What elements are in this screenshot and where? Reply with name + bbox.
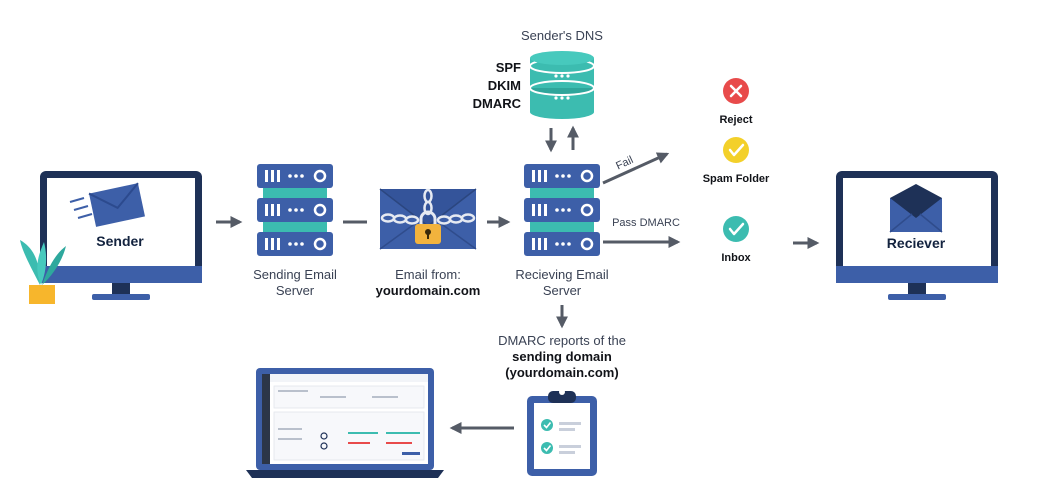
dns-record-spf: SPF [496,60,521,75]
sending-server-label-1: Sending Email [253,267,337,282]
sending-server-icon [257,164,333,256]
sender-label: Sender [96,233,144,249]
dns-record-dkim: DKIM [488,78,521,93]
clipboard-icon [527,389,597,476]
locked-envelope-icon [379,188,477,250]
dns-database-icon [529,51,595,119]
reports-label-1: DMARC reports of the [498,333,626,348]
reject-label: Reject [719,114,752,126]
receiving-server-label-1: Recieving Email [515,267,608,282]
spam-folder-icon [723,137,749,163]
reports-label-3: (yourdomain.com) [505,365,618,380]
inbox-label: Inbox [721,252,751,264]
open-envelope-icon [889,184,943,233]
sending-server-label-2: Server [276,283,315,298]
receiving-server-icon [524,164,600,256]
sender-computer-icon: Sender [20,171,202,304]
email-label-1: Email from: [395,267,461,282]
receiving-server-label-2: Server [543,283,582,298]
receiver-computer-icon: Reciever [836,171,998,300]
inbox-icon [723,216,749,242]
plant-icon [20,240,66,304]
laptop-dashboard-icon [246,368,444,478]
spam-folder-label: Spam Folder [703,173,770,185]
dns-record-dmarc: DMARC [473,96,522,111]
dns-title: Sender's DNS [521,28,603,43]
pass-label: Pass DMARC [612,217,680,229]
receiver-label: Reciever [887,235,946,251]
reject-icon [723,78,749,104]
reports-label-2: sending domain [512,349,612,364]
email-label-2: yourdomain.com [376,283,481,298]
arrow-fail [602,152,670,185]
envelope-icon [69,182,145,227]
